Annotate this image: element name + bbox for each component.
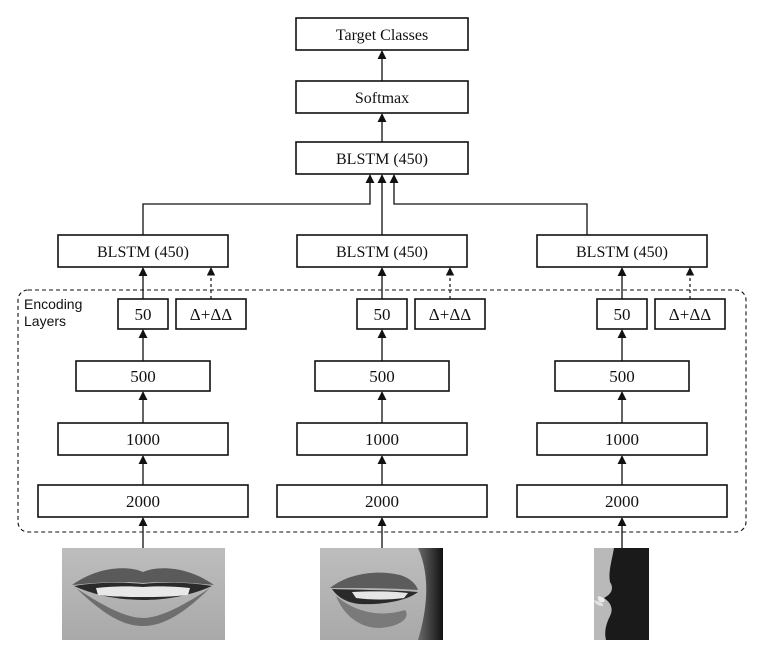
- layer-2000-label: 2000: [365, 492, 399, 511]
- layer-1000-box: [296, 422, 468, 456]
- bottleneck-label: 50: [135, 305, 152, 324]
- bottleneck-box: [596, 298, 648, 330]
- mouth-45-degree-image: [320, 548, 443, 640]
- bottleneck-label: 50: [614, 305, 631, 324]
- target-classes-box: [295, 17, 469, 51]
- delta-label: Δ+ΔΔ: [429, 305, 471, 324]
- layer-2000-label: 2000: [126, 492, 160, 511]
- stream1-merge-arrow: [142, 174, 375, 235]
- layer-1000-label: 1000: [605, 430, 639, 449]
- stream-blstm-box: [536, 234, 708, 268]
- stream-2: BLSTM (450) 50 Δ+ΔΔ 500 1000 2000: [276, 234, 488, 640]
- delta-box: [654, 298, 726, 330]
- layer-2000-box: [516, 484, 728, 518]
- delta-box: [175, 298, 247, 330]
- target-classes-label: Target Classes: [336, 27, 428, 44]
- top-blstm-label: BLSTM (450): [336, 151, 428, 168]
- stream-blstm-label: BLSTM (450): [336, 244, 428, 261]
- delta-box: [414, 298, 486, 330]
- layer-500-label: 500: [609, 367, 635, 386]
- encoding-label-line1: Encoding: [24, 296, 82, 312]
- delta-label: Δ+ΔΔ: [190, 305, 232, 324]
- mouth-frontal-image: [62, 548, 225, 640]
- layer-1000-label: 1000: [365, 430, 399, 449]
- softmax-label: Softmax: [355, 90, 409, 107]
- layer-500-label: 500: [130, 367, 156, 386]
- layer-2000-box: [276, 484, 488, 518]
- layer-2000-box: [37, 484, 249, 518]
- layer-500-label: 500: [369, 367, 395, 386]
- stream-blstm-label: BLSTM (450): [576, 244, 668, 261]
- stream-blstm-box: [57, 234, 229, 268]
- stream-1: BLSTM (450) 50 Δ+ΔΔ 500 1000 2000: [37, 234, 249, 640]
- layer-1000-box: [536, 422, 708, 456]
- layer-2000-label: 2000: [605, 492, 639, 511]
- stream-3: BLSTM (450) 50 Δ+ΔΔ 500 1000 2000: [516, 234, 728, 640]
- delta-label: Δ+ΔΔ: [669, 305, 711, 324]
- bottleneck-label: 50: [374, 305, 391, 324]
- stream3-merge-arrow: [389, 174, 588, 235]
- softmax-box: [295, 80, 469, 114]
- encoding-label-line2: Layers: [24, 313, 66, 329]
- bottleneck-box: [117, 298, 169, 330]
- bottleneck-box: [356, 298, 408, 330]
- stream-blstm-label: BLSTM (450): [97, 244, 189, 261]
- mouth-profile-image: [594, 548, 649, 640]
- layer-1000-label: 1000: [126, 430, 160, 449]
- stream-blstm-box: [296, 234, 468, 268]
